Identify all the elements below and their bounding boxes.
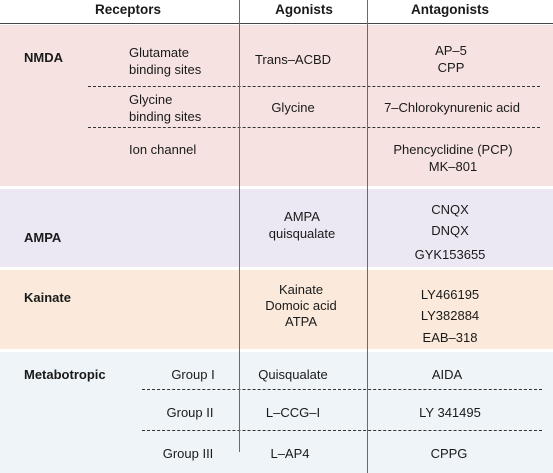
nmda-agonist: Trans–ACBD (254, 52, 332, 67)
header-rule (0, 23, 553, 24)
kainate-label: Kainate (24, 290, 71, 305)
kainate-antagonist: LY466195 (420, 287, 480, 302)
metabotropic-agonist: Quisqualate (258, 367, 328, 382)
metabotropic-band (0, 352, 553, 473)
kainate-agonist: ATPA (284, 314, 318, 329)
metabotropic-antagonist: AIDA (431, 367, 463, 382)
metabotropic-antagonist: LY 341495 (419, 405, 481, 420)
kainate-agonist: Domoic acid (265, 298, 337, 313)
kainate-agonist: Kainate (278, 282, 324, 297)
nmda-antagonist: Phencyclidine (PCP) (393, 142, 513, 157)
header-receptors: Receptors (94, 2, 162, 17)
nmda-site-glutamate: Glutamate (129, 45, 189, 60)
ampa-band (0, 189, 553, 267)
ampa-antagonist: GYK153655 (414, 247, 486, 262)
nmda-site-glutamate: binding sites (129, 62, 202, 77)
nmda-antagonist: MK–801 (428, 159, 478, 174)
metabotropic-group: Group I (171, 367, 215, 382)
nmda-label: NMDA (24, 50, 63, 65)
nmda-site-ion-channel: Ion channel (129, 142, 197, 157)
nmda-site-glycine: binding sites (129, 109, 202, 124)
nmda-antagonist: 7–Chlorokynurenic acid (384, 100, 520, 115)
kainate-antagonist: EAB–318 (422, 330, 478, 345)
kainate-band (0, 270, 553, 349)
column-rule-antagonists (367, 0, 368, 473)
metabotropic-divider-2 (142, 430, 542, 431)
metabotropic-label: Metabotropic (24, 367, 106, 382)
column-rule-agonists (239, 0, 240, 452)
metabotropic-group: Group III (162, 446, 214, 461)
header-agonists: Agonists (275, 2, 333, 17)
nmda-divider-2 (88, 127, 540, 128)
nmda-band (0, 25, 553, 186)
nmda-divider-1 (88, 86, 540, 87)
nmda-site-glycine: Glycine (129, 92, 173, 107)
ampa-label: AMPA (24, 230, 62, 245)
metabotropic-divider-1 (142, 389, 542, 390)
kainate-antagonist: LY382884 (420, 308, 480, 323)
nmda-agonist: Glycine (271, 100, 315, 115)
ampa-agonist: AMPA (284, 209, 320, 224)
metabotropic-agonist: L–AP4 (270, 446, 310, 461)
ampa-antagonist: DNQX (431, 223, 469, 238)
nmda-antagonist: AP–5 (435, 43, 467, 58)
ampa-agonist: quisqualate (268, 226, 336, 241)
metabotropic-antagonist: CPPG (430, 446, 468, 461)
metabotropic-group: Group II (166, 405, 214, 420)
metabotropic-agonist: L–CCG–I (265, 405, 321, 420)
nmda-antagonist: CPP (437, 60, 465, 75)
header-antagonists: Antagonists (410, 2, 490, 17)
ampa-antagonist: CNQX (431, 202, 469, 217)
